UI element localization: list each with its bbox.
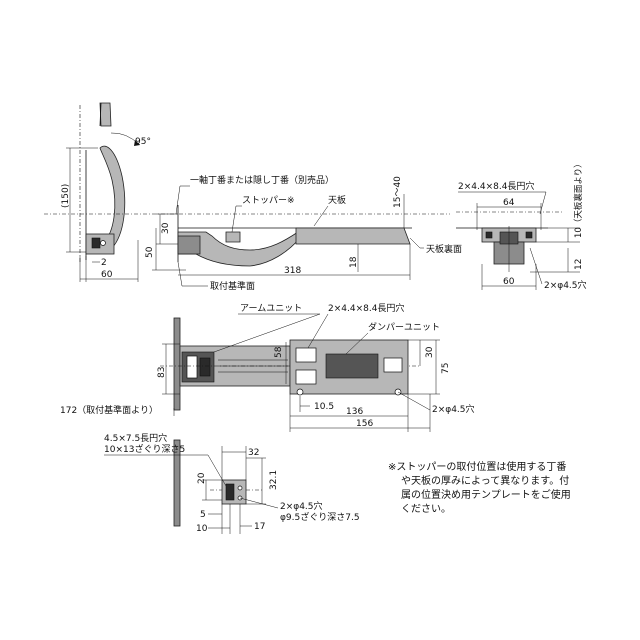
underside-label: 天板裏面 bbox=[426, 243, 462, 255]
stopper-dim-5-label: 5 bbox=[200, 510, 206, 520]
stopper-dim-17-label: 17 bbox=[254, 522, 265, 532]
stopper-hole-line2: φ9.5ざぐり深さ7.5 bbox=[280, 511, 360, 523]
dim-172-label: 172（取付基準面より） bbox=[60, 404, 158, 416]
note-line4: ください。 bbox=[401, 503, 451, 515]
stopper-slot-line2: 10×13ざぐり深さ5 bbox=[104, 443, 185, 455]
dim-30-label: 30 bbox=[161, 222, 171, 234]
plan-dim-30-label: 30 bbox=[425, 346, 435, 358]
end-view: 2×4.4×8.4長円穴 64 10（天板裏面より） 12 60 2×φ4.5穴 bbox=[456, 159, 587, 291]
stopper-dim-32-label: 32 bbox=[248, 448, 259, 458]
plan-hole-label: 2×φ4.5穴 bbox=[432, 403, 475, 415]
end-slot-label: 2×4.4×8.4長円穴 bbox=[458, 180, 534, 192]
dim-60-label: 60 bbox=[101, 270, 113, 280]
end-hole-label: 2×φ4.5穴 bbox=[544, 279, 587, 291]
dim-10-label: 10（天板裏面より） bbox=[573, 159, 584, 238]
dim-64-label: 64 bbox=[503, 198, 515, 208]
end-dim-60-label: 60 bbox=[503, 277, 515, 287]
stopper-dim-32-1-label: 32.1 bbox=[269, 470, 279, 490]
dim-10-5-label: 10.5 bbox=[314, 402, 334, 412]
dim-75-label: 75 bbox=[441, 363, 451, 374]
stopper-dim-10-label: 10 bbox=[196, 524, 208, 534]
height-150-label: (150) bbox=[61, 184, 71, 208]
dim-12-label: 12 bbox=[574, 259, 584, 270]
note-block: ※ストッパーの取付位置は使用する丁番 や天板の厚みによって異なります。付 属の位… bbox=[388, 460, 571, 515]
stopper-view: 4.5×7.5長円穴 10×13ざぐり深さ5 32 20 32.1 5 10 1… bbox=[104, 432, 360, 534]
mount-ref-label: 取付基準面 bbox=[210, 280, 255, 292]
dim-136-label: 136 bbox=[346, 407, 363, 417]
angle-label: 95° bbox=[135, 137, 151, 147]
arm-unit-label: アームユニット bbox=[240, 303, 302, 314]
dim-318-label: 318 bbox=[284, 266, 301, 276]
hinge-note: 一軸丁番または隠し丁番（別売品） bbox=[190, 174, 334, 186]
note-line3: 属の位置決め用テンプレートをご使用 bbox=[401, 488, 571, 501]
stopper-dim-20-label: 20 bbox=[197, 472, 207, 484]
dim-156-label: 156 bbox=[356, 419, 373, 429]
note-line2: や天板の厚みによって異なります。付 bbox=[401, 474, 569, 487]
note-line1: ※ストッパーの取付位置は使用する丁番 bbox=[388, 460, 566, 473]
plan-view: アームユニット 2×4.4×8.4長円穴 ダンパーユニット 58 83 30 7… bbox=[60, 302, 475, 432]
plan-slot-label: 2×4.4×8.4長円穴 bbox=[328, 302, 404, 314]
side-view-open: 95° (150) 2 60 bbox=[61, 102, 151, 282]
side-view-closed: 一軸丁番または隠し丁番（別売品） ストッパー※ 天板 15～40 30 50 1… bbox=[44, 174, 462, 292]
dim-18-label: 18 bbox=[349, 256, 359, 268]
stopper-hole-line1: 2×φ4.5穴 bbox=[280, 500, 323, 512]
dim-58-label: 58 bbox=[274, 346, 284, 358]
stopper-slot-line1: 4.5×7.5長円穴 bbox=[104, 432, 167, 444]
dim-15-40-label: 15～40 bbox=[393, 176, 403, 208]
top-board-label: 天板 bbox=[328, 194, 346, 206]
dim-83-label: 83 bbox=[157, 367, 167, 378]
stopper-label: ストッパー※ bbox=[242, 195, 295, 206]
dim-50-label: 50 bbox=[145, 246, 155, 258]
dim-2-label: 2 bbox=[101, 258, 107, 268]
damper-unit-label: ダンパーユニット bbox=[368, 321, 440, 333]
